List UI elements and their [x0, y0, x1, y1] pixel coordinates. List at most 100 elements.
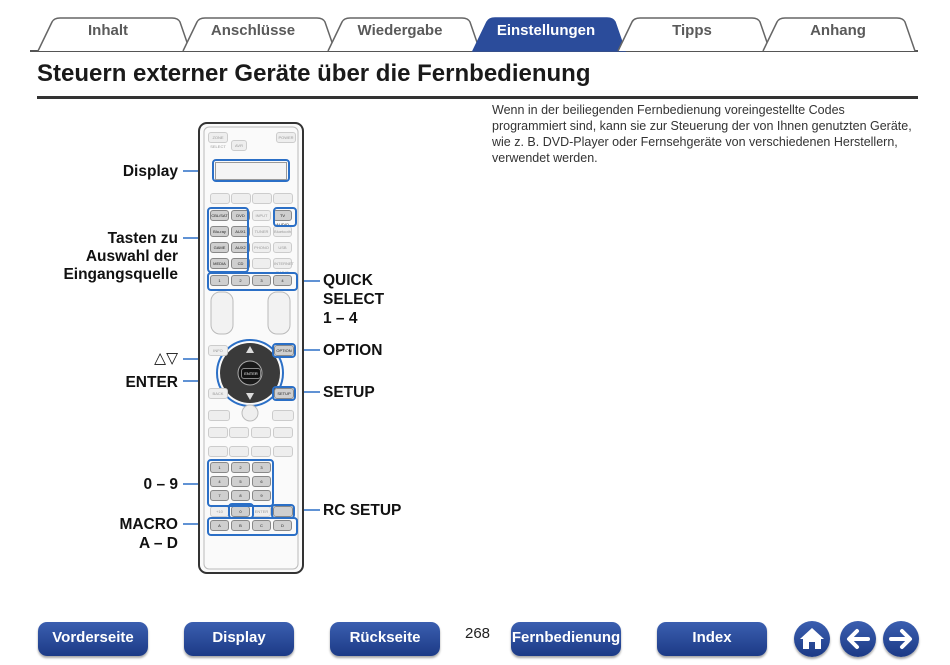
label-source-2: Auswahl der	[85, 248, 178, 265]
digit-button: 5	[231, 476, 250, 487]
source-button: Bluetooth	[273, 226, 292, 237]
macro-button: D	[273, 520, 292, 531]
source-button: GAME	[210, 242, 229, 253]
power-button: POWER	[276, 132, 296, 143]
source-button: INPUT	[252, 210, 271, 221]
macro-highlight	[207, 517, 298, 536]
next-button[interactable]	[883, 621, 919, 657]
digit-button: 7	[210, 490, 229, 501]
remote-small-button	[273, 446, 293, 457]
zone-select-button: ZONE SELECT	[208, 132, 228, 149]
label-macro-2: A – D	[138, 535, 178, 552]
source-button: AUX1	[231, 226, 250, 237]
previous-button[interactable]	[840, 621, 876, 657]
digit-button: 2	[231, 462, 250, 473]
source-button: AUX2	[231, 242, 250, 253]
digit-button: 4	[210, 476, 229, 487]
source-highlight-left	[207, 207, 249, 273]
remote-small-button	[273, 193, 293, 204]
page-title: Steuern externer Geräte über die Fernbed…	[37, 60, 591, 87]
home-button[interactable]	[794, 621, 830, 657]
tab-einstellungen[interactable]: Einstellungen	[496, 22, 596, 39]
remote-control-button[interactable]: Fernbedienung	[511, 622, 621, 656]
source-button: TUNER	[252, 226, 271, 237]
digit-button: 3	[252, 462, 271, 473]
index-button[interactable]: Index	[657, 622, 767, 656]
quick-select-highlight	[207, 272, 298, 291]
back-button: BACK	[208, 388, 228, 399]
remote-small-button	[251, 427, 271, 438]
quick-select-button: 4	[273, 275, 292, 286]
macro-button: C	[252, 520, 271, 531]
source-button: CBL/SAT	[210, 210, 229, 221]
label-quick-1: QUICK	[323, 272, 373, 289]
source-highlight-tv	[273, 207, 297, 227]
front-panel-button[interactable]: Vorderseite	[38, 622, 148, 656]
source-button: DVD	[231, 210, 250, 221]
digit-button: +10	[210, 506, 229, 517]
remote-small-button	[229, 446, 249, 457]
remote-small-button	[229, 427, 249, 438]
tab-tipps[interactable]: Tipps	[672, 22, 712, 39]
label-source-3: Eingangsquelle	[63, 266, 178, 283]
quick-select-button: 1	[210, 275, 229, 286]
remote-small-button	[251, 446, 271, 457]
digit-button: 9	[252, 490, 271, 501]
option-highlight	[272, 343, 296, 358]
rear-panel-button[interactable]: Rückseite	[330, 622, 440, 656]
enter-button: ENTER	[241, 368, 261, 379]
quick-select-button: 3	[252, 275, 271, 286]
digit-button: 6	[252, 476, 271, 487]
remote-small-button	[252, 193, 272, 204]
tab-bar: Inhalt Anschlüsse Wiedergabe Einstellung…	[0, 0, 950, 52]
label-up-down: △▽	[154, 350, 178, 367]
remote-small-button	[231, 193, 251, 204]
remote-small-button	[272, 410, 294, 421]
source-button: USB	[273, 242, 292, 253]
source-button	[252, 258, 271, 269]
label-macro-1: MACRO	[119, 516, 178, 533]
title-divider	[37, 96, 918, 99]
home-icon	[800, 628, 824, 649]
digits-highlight	[207, 459, 274, 507]
label-rc-setup: RC SETUP	[323, 502, 402, 519]
macro-button: A	[210, 520, 229, 531]
remote-small-button	[208, 427, 228, 438]
intro-text: Wenn in der beiliegenden Fernbedienung v…	[492, 103, 912, 165]
arrow-right-icon	[889, 629, 912, 649]
tab-anschluesse[interactable]: Anschlüsse	[210, 22, 296, 39]
source-button: CD	[231, 258, 250, 269]
tab-wiedergabe[interactable]: Wiedergabe	[357, 22, 443, 39]
source-button: INTERNET RADIO	[273, 258, 294, 275]
setup-button: SETUP	[274, 388, 294, 399]
label-quick-3: 1 – 4	[323, 310, 358, 327]
source-button: Blu-ray	[210, 226, 229, 237]
label-display: Display	[122, 163, 178, 180]
label-source-1: Tasten zu	[107, 230, 178, 247]
digit-button: ENTER	[252, 506, 271, 517]
remote-small-button	[208, 446, 228, 457]
tab-inhalt[interactable]: Inhalt	[88, 22, 128, 39]
digit-button: 8	[231, 490, 250, 501]
source-button: PHONO	[252, 242, 271, 253]
info-button: INFO	[208, 345, 228, 356]
display-button[interactable]: Display	[184, 622, 294, 656]
remote-small-button	[210, 193, 230, 204]
remote-display	[215, 162, 287, 180]
macro-button: B	[231, 520, 250, 531]
label-quick-2: SELECT	[323, 291, 385, 308]
remote-small-button	[208, 410, 230, 421]
tab-anhang[interactable]: Anhang	[810, 22, 866, 39]
setup-highlight	[272, 386, 296, 401]
digit-button: 1	[210, 462, 229, 473]
label-setup: SETUP	[323, 384, 375, 401]
label-digits: 0 – 9	[143, 476, 178, 493]
arrow-left-icon	[847, 629, 870, 649]
label-option: OPTION	[323, 342, 383, 359]
remote-small-button	[273, 427, 293, 438]
option-button: OPTION	[274, 345, 294, 356]
tab-shapes	[30, 17, 918, 52]
page-number: 268	[464, 625, 491, 642]
